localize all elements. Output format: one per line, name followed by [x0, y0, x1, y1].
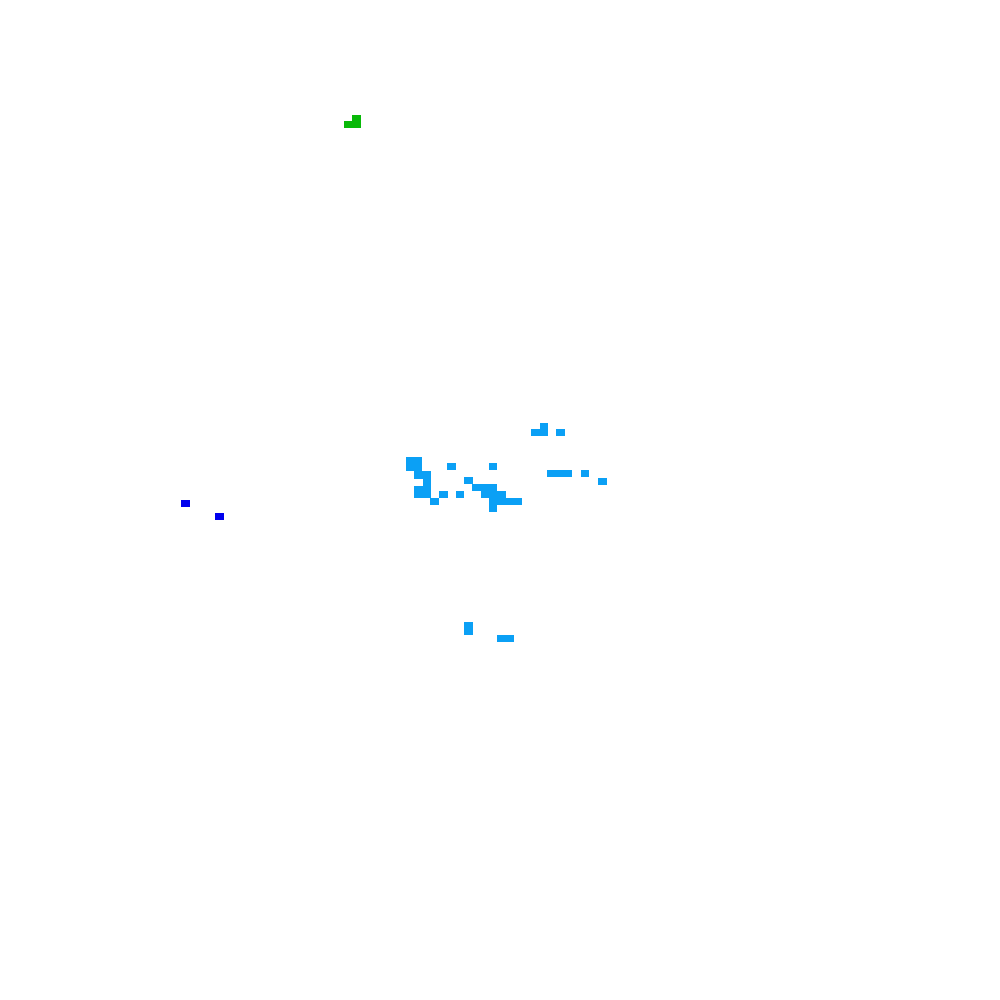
light-blue-cell	[464, 622, 473, 635]
light-blue-cell	[472, 484, 497, 491]
light-blue-cell	[430, 498, 439, 505]
light-blue-cell	[497, 635, 514, 642]
light-blue-cell	[447, 463, 456, 470]
light-blue-cell	[423, 479, 431, 486]
light-blue-cell	[556, 429, 565, 436]
light-blue-cell	[531, 429, 548, 436]
dark-blue-cell	[181, 500, 190, 507]
light-blue-cell	[547, 470, 572, 477]
light-blue-cell	[581, 470, 589, 477]
light-blue-cell	[439, 491, 448, 498]
light-blue-cell	[540, 423, 548, 430]
light-blue-cell	[456, 491, 464, 498]
light-blue-cell	[481, 491, 506, 498]
light-blue-cell	[406, 457, 422, 471]
light-blue-cell	[489, 505, 497, 512]
light-blue-cell	[598, 478, 607, 485]
light-blue-cell	[489, 498, 522, 505]
light-blue-cell	[414, 486, 431, 498]
light-blue-cell	[489, 463, 497, 470]
dark-blue-cell	[215, 513, 224, 520]
green-cell	[352, 115, 361, 121]
green-cell	[344, 121, 361, 128]
light-blue-cell	[464, 477, 473, 484]
light-blue-cell	[414, 471, 431, 479]
